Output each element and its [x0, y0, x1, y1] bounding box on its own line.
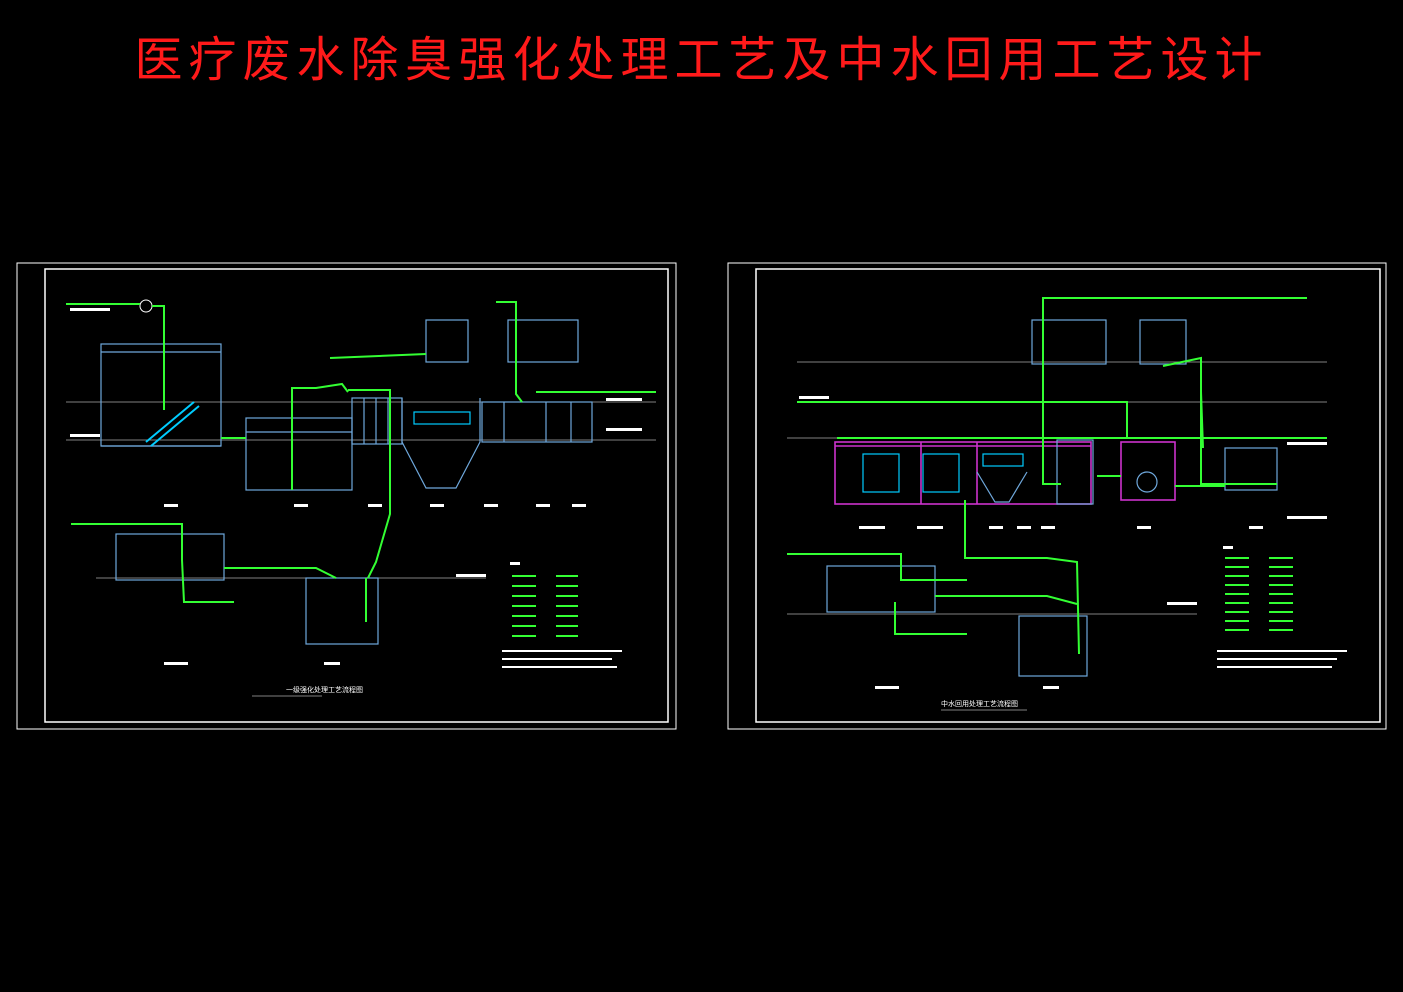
right-process-pipes: [787, 297, 1327, 655]
right-sludge-tank: [1018, 615, 1088, 677]
right-sedimentation-cone: [976, 471, 1028, 503]
left-legend: [510, 562, 578, 637]
right-filter-tank: [1056, 439, 1158, 505]
right-drawing-caption: 中水回用处理工艺流程图: [941, 699, 1018, 708]
left-coagulation-tank: [351, 397, 403, 445]
left-disinfection-tank: [481, 401, 593, 443]
left-sedimentation-tank: [401, 398, 481, 489]
left-process-pipes: [66, 301, 656, 622]
right-inner-frame: [755, 268, 1381, 723]
left-ground-lines: [66, 401, 656, 579]
right-annotation-marks: [799, 396, 1347, 689]
left-drawing-caption: 一级强化处理工艺流程图: [286, 685, 363, 694]
left-regulating-tank: [245, 417, 353, 491]
left-drawing-sheet: 一级强化处理工艺流程图: [16, 262, 677, 730]
left-screen-machine: [145, 401, 200, 447]
right-outer-frame: [727, 262, 1387, 730]
right-membrane-modules: [862, 453, 1024, 493]
right-clear-water-tank: [1224, 447, 1278, 491]
left-pump-icon: [139, 299, 153, 313]
drawing-title: 医疗废水除臭强化处理工艺及中水回用工艺设计: [134, 32, 1269, 88]
right-dosing-buildings: [1031, 319, 1187, 365]
left-dosing-buildings: [425, 319, 579, 363]
left-annotation-marks: [70, 308, 642, 668]
right-drawing-sheet: 中水回用处理工艺流程图: [727, 262, 1387, 730]
left-sludge-building: [115, 533, 225, 581]
left-outer-frame: [16, 262, 677, 730]
left-screen-building: [100, 343, 222, 447]
right-sludge-building: [826, 565, 936, 613]
left-sludge-tank: [305, 577, 379, 645]
left-inner-frame: [44, 268, 669, 723]
right-legend: [1223, 546, 1293, 631]
